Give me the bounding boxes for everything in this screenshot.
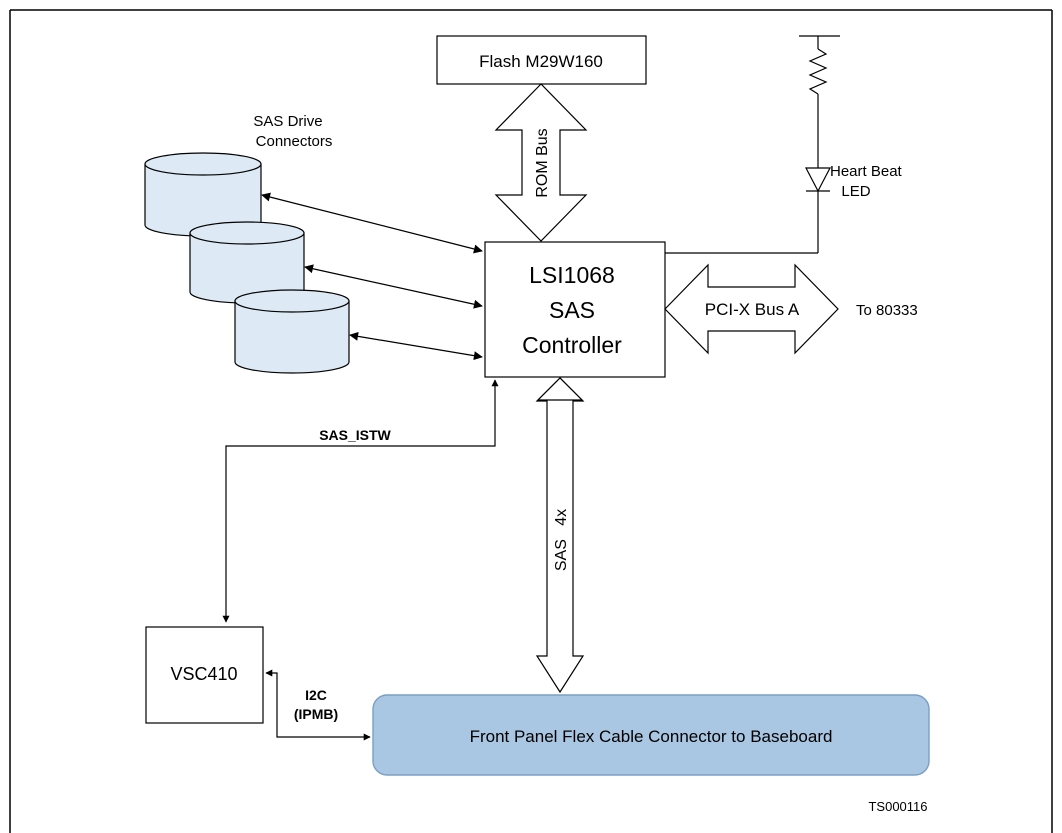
drives-label-line1: SAS Drive (253, 113, 322, 130)
pcix-target-label: To 80333 (856, 302, 918, 319)
vsc410-chip: VSC410 (145, 626, 264, 724)
controller-line3: Controller (522, 332, 622, 358)
flash-chip: Flash M29W160 (436, 35, 647, 85)
led-label-line1: Heart Beat (830, 163, 903, 180)
flash-label: Flash M29W160 (479, 52, 603, 71)
drive-link (304, 264, 483, 309)
front-panel-connector: Front Panel Flex Cable Connector to Base… (372, 694, 930, 776)
drive-links (261, 192, 483, 361)
led-label-line2: LED (841, 183, 870, 200)
pcix-label: PCI-X Bus A (705, 300, 800, 319)
controller-line1: LSI1068 (529, 262, 615, 288)
sas4x-label: SAS 4x (553, 509, 570, 571)
pcix-bus-arrow: PCI-X Bus A (664, 263, 839, 355)
i2c-label-line1: I2C (305, 687, 327, 703)
sas-controller: LSI1068 SAS Controller (484, 241, 666, 378)
heartbeat-led: Heart Beat LED (665, 35, 903, 254)
sas-istw-label: SAS_ISTW (319, 427, 391, 443)
sas-4x-arrow: SAS 4x (535, 377, 585, 694)
drive-link (349, 331, 483, 361)
figure-frame (9, 9, 1053, 833)
i2c-label-line2: (IPMB) (294, 706, 338, 722)
controller-line2: SAS (549, 297, 595, 323)
drive-cylinder (234, 289, 350, 374)
drive-cylinder (144, 152, 262, 237)
front-panel-label: Front Panel Flex Cable Connector to Base… (470, 727, 833, 746)
vsc410-label: VSC410 (170, 664, 237, 684)
sas-drive-connectors: SAS Drive Connectors (144, 113, 350, 374)
drives-label-line2: Connectors (256, 133, 333, 150)
rom-bus-label: ROM Bus (534, 128, 551, 197)
figure-id: TS000116 (868, 799, 927, 814)
sas-istw-link: SAS_ISTW (222, 379, 499, 623)
i2c-link: I2C (IPMB) (265, 669, 371, 741)
rom-bus-arrow: ROM Bus (494, 83, 588, 242)
drive-link (261, 192, 483, 254)
